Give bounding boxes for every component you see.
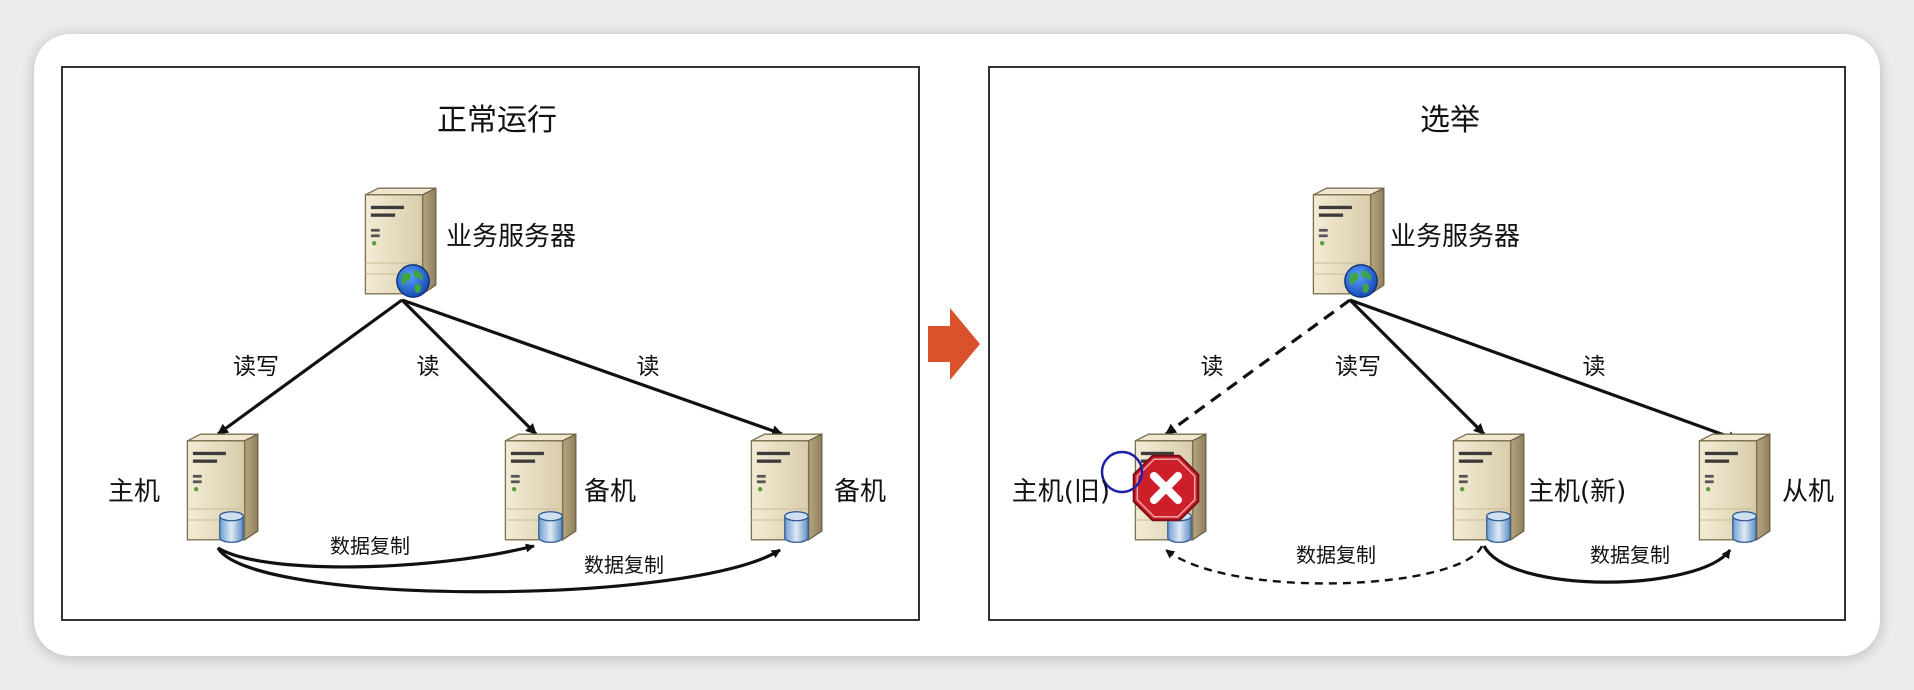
left-node-standby-1: 备机 [504,433,636,543]
right-app-server-label: 业务服务器 [1390,222,1520,252]
right-app-server: 业务服务器 [1312,187,1520,298]
error-x-icon [1132,454,1200,522]
left-node-standby-2-label: 备机 [834,477,886,507]
right-node-replica: 从机 [1698,433,1834,543]
left-edge-label-read-write: 读写 [233,354,279,380]
database-icon [538,511,563,543]
right-node-new-primary: 主机(新) [1452,433,1626,543]
left-replication-arrow-2 [216,547,781,594]
left-edge-read-write [217,298,403,436]
left-node-primary-label: 主机 [108,477,160,507]
left-replication-arrow-1 [217,543,535,569]
left-panel: 正常运行 读写 读 读 数据复制 数据复制 业务服务器 主机 [61,66,920,621]
left-edge-read-2 [401,298,784,436]
left-edge-label-read-1: 读 [417,354,440,380]
left-replication: 数据复制 数据复制 [216,534,781,594]
left-app-server: 业务服务器 [364,187,576,298]
left-app-server-label: 业务服务器 [446,222,576,252]
arrow-right-icon [928,308,980,380]
left-panel-title: 正常运行 [437,103,557,138]
left-edge-label-read-2: 读 [637,354,660,380]
right-panel: 选举 读 读写 读 数据复制 数据复制 业务服务器 [988,66,1846,621]
right-replication-arrow [1482,545,1732,584]
database-icon [1486,511,1511,543]
right-edge-label-read: 读 [1583,354,1606,380]
right-replication-label-1: 数据复制 [1296,543,1376,567]
right-edge-label-read-write: 读写 [1335,354,1381,380]
left-node-standby-1-label: 备机 [584,477,636,507]
globe-icon [1344,264,1378,298]
database-icon [784,511,809,543]
database-icon [1732,511,1757,543]
right-node-old-primary: 主机(旧) [1012,433,1207,543]
right-replication: 数据复制 数据复制 [1165,543,1732,585]
right-replication-label-2: 数据复制 [1590,543,1670,567]
left-replication-label-2: 数据复制 [584,553,664,577]
right-edges: 读 读写 读 [1165,298,1740,442]
left-node-standby-2: 备机 [750,433,886,543]
left-edge-read-1 [400,298,538,436]
right-edge-read-write [1348,298,1486,436]
right-node-old-primary-label: 主机(旧) [1012,477,1110,507]
right-edge-read [1349,298,1740,442]
right-edge-read-dashed [1165,298,1351,436]
globe-icon [396,264,430,298]
database-icon [219,511,244,543]
left-edges: 读写 读 读 [217,298,784,436]
left-replication-label-1: 数据复制 [330,534,410,558]
right-panel-title: 选举 [1420,103,1480,138]
right-node-replica-label: 从机 [1782,477,1834,507]
highlight-circle [1100,450,1144,494]
right-edge-label-read-dashed: 读 [1201,354,1224,380]
right-node-new-primary-label: 主机(新) [1528,477,1626,507]
left-node-primary: 主机 [108,433,259,543]
